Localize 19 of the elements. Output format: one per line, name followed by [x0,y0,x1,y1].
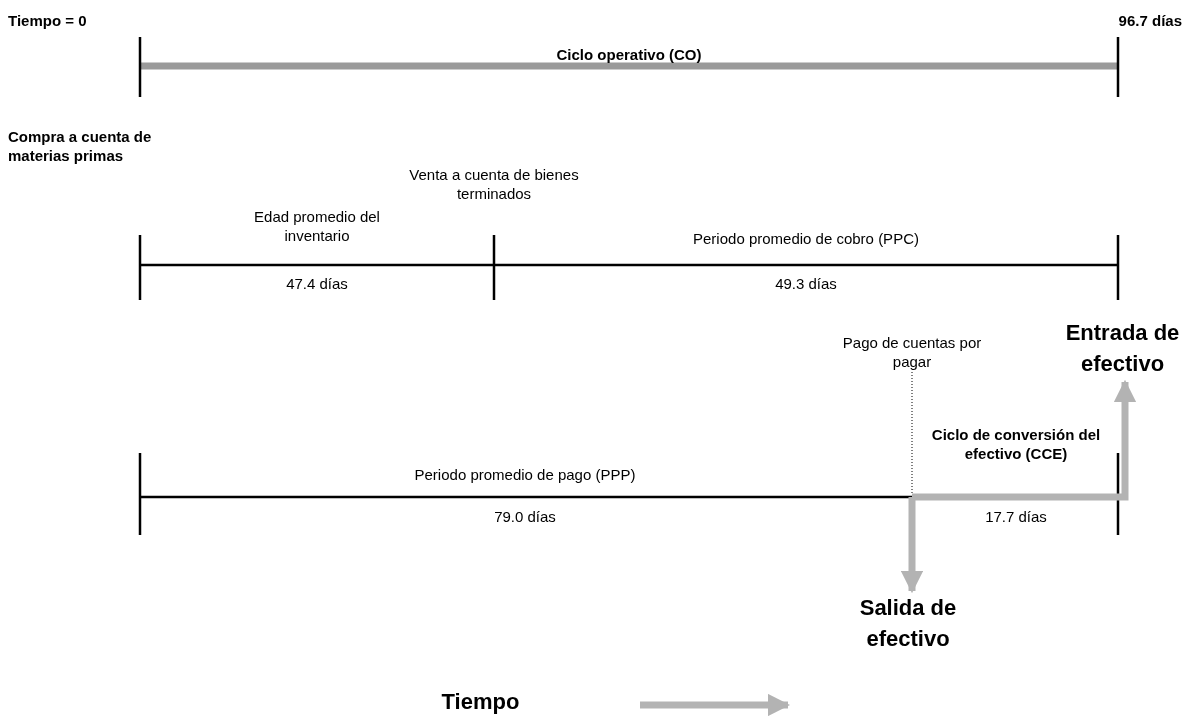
cash-flow-label: Salida de efectivo [838,593,978,655]
period-label: Edad promedio del inventario [253,208,381,246]
period-label: Ciclo de conversión del efectivo (CCE) [930,426,1102,464]
duration-label: 17.7 días [984,508,1048,527]
period-label: Periodo promedio de pago (PPP) [413,466,637,485]
bar-label: Ciclo operativo (CO) [555,46,703,65]
duration-label: 47.4 días [285,275,349,294]
time-label: Tiempo = 0 [8,12,88,31]
arrow [912,379,1137,501]
duration-label: 49.3 días [774,275,838,294]
event-label: Venta a cuenta de bienes terminados [408,166,580,204]
axis-title: Tiempo [440,688,521,716]
cash-flow-label: Entrada de efectivo [1050,318,1192,380]
arrow [900,497,924,594]
period-label: Periodo promedio de cobro (PPC) [692,230,920,249]
event-label: Compra a cuenta de materias primas [8,128,153,166]
time-label: 96.7 días [1117,12,1182,31]
duration-label: 79.0 días [493,508,557,527]
event-label: Pago de cuentas por pagar [841,334,983,372]
